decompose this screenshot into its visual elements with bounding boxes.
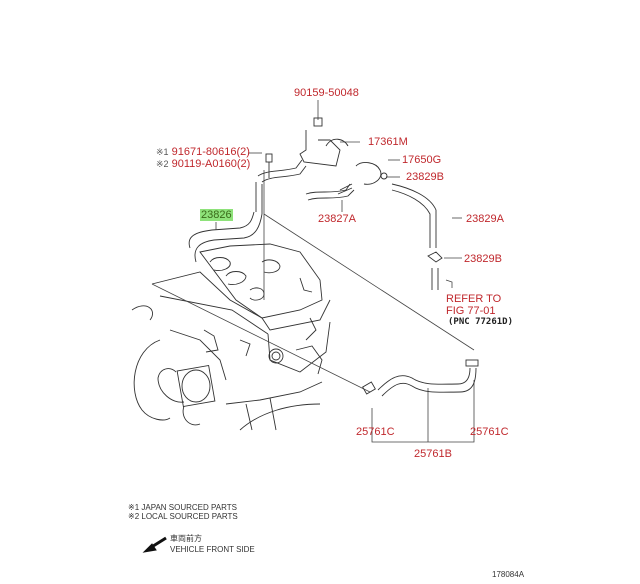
note-marker-2: ※2 [156,159,169,169]
part-label-23826-highlighted[interactable]: 23826 [200,209,233,221]
refer-to-line1[interactable]: REFER TO [446,293,502,305]
note-marker-1: ※1 [156,147,169,157]
hose-23826 [255,153,307,214]
hose-23827A [305,183,355,201]
part-label-25761C-left[interactable]: 25761C [356,426,395,438]
refer-pnc: (PNC 77261D) [448,317,514,327]
diagram-id: 178084A [492,570,525,579]
footnote-local-sourced: ※2 LOCAL SOURCED PARTS [128,512,238,521]
direction-label-jp: 車両前方 [170,534,202,543]
part-label-23829B-mid[interactable]: 23829B [464,253,502,265]
part-label-17361M[interactable]: 17361M [368,136,408,148]
part-label-25761B[interactable]: 25761B [414,448,452,460]
part-label-23829A[interactable]: 23829A [466,213,504,225]
front-direction-arrow [142,536,167,553]
part-label-23827A[interactable]: 23827A [318,213,356,225]
part-label-23829B-top[interactable]: 23829B [406,171,444,183]
hose-23829A [391,183,437,248]
part-label-90159-50048[interactable]: 90159-50048 [294,87,359,99]
part-label-17650G[interactable]: 17650G [402,154,442,166]
vsv-assembly [299,117,388,195]
footnote-japan-sourced: ※1 JAPAN SOURCED PARTS [128,503,237,512]
part-number-91671: 91671-80616(2) [171,146,250,158]
part-number-90119: 90119-A0160(2) [171,158,251,170]
part-label-90119-A0160[interactable]: ※2 90119-A0160(2) [156,158,250,170]
part-label-91671-80616[interactable]: ※1 91671-80616(2) [156,146,250,158]
leader-lines [151,100,475,443]
direction-label-en: VEHICLE FRONT SIDE [170,545,255,554]
hose-25761B [362,359,479,397]
engine-illustration [131,211,331,431]
part-label-25761C-right[interactable]: 25761C [470,426,509,438]
hose-23829A-lower [427,251,443,290]
refer-to-line2[interactable]: FIG 77-01 [446,305,496,317]
